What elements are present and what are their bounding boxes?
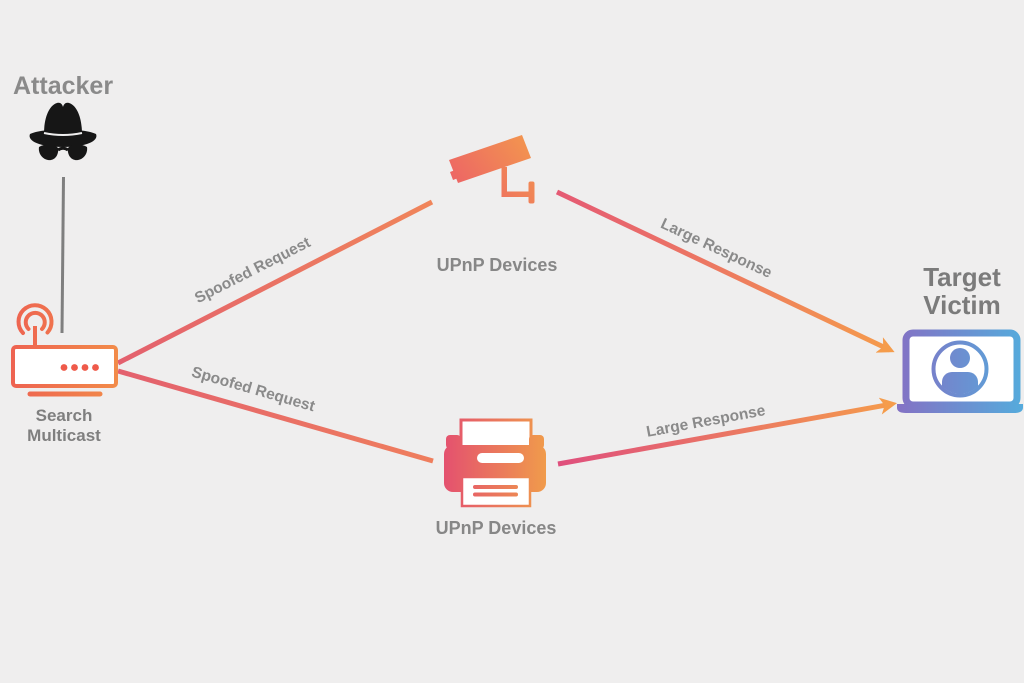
target-victim-label: Target Victim — [923, 263, 1001, 319]
upnp-camera-label: UPnP Devices — [436, 255, 558, 275]
search-multicast-label: Search Multicast — [27, 406, 101, 446]
spy-hat-icon — [29, 102, 97, 161]
edge-large-response-top — [555, 189, 895, 353]
target-victim-line2: Victim — [923, 290, 1001, 320]
edge-large-response-bottom — [557, 397, 898, 467]
cctv-camera-icon — [449, 135, 535, 204]
search-multicast-line1: Search — [35, 406, 93, 425]
search-multicast-line2: Multicast — [27, 426, 101, 445]
laptop-user-icon — [897, 329, 1023, 413]
user-head — [950, 348, 970, 368]
edge-attacker-to-router — [60, 176, 65, 334]
printer-icon — [444, 418, 546, 508]
attacker-label: Attacker — [13, 72, 114, 100]
target-victim-line1: Target — [923, 262, 1001, 292]
upnp-printer-label: UPnP Devices — [435, 518, 557, 538]
edge-spoofed-request-top — [116, 199, 434, 366]
router-icon — [11, 303, 118, 397]
edge-spoofed-request-bottom — [117, 368, 434, 464]
